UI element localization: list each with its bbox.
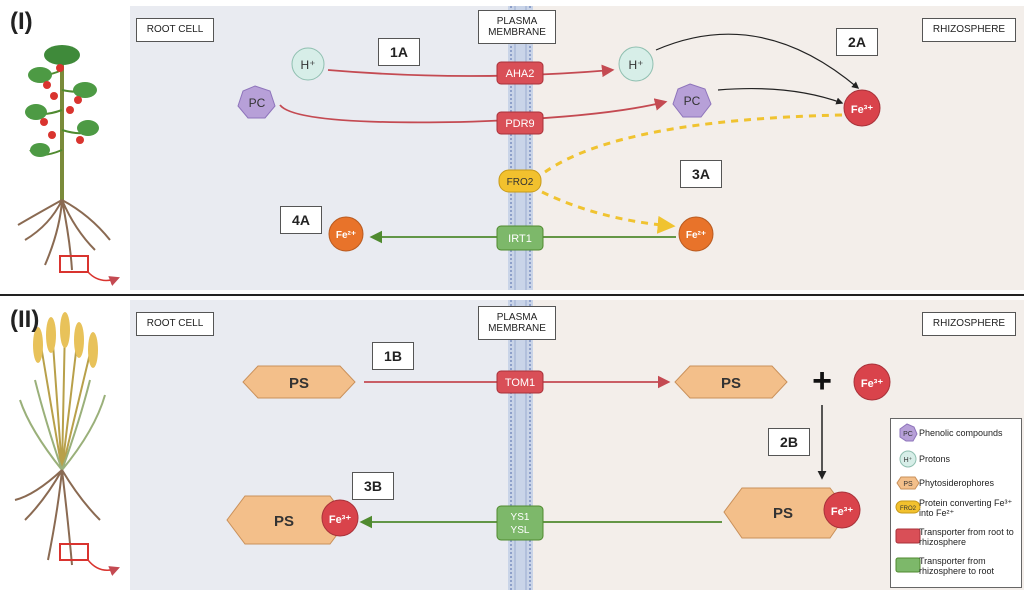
- panel-2-label: (II): [10, 306, 40, 333]
- pc-rhizosphere-molecule: PC: [672, 83, 712, 118]
- svg-text:Fe³⁺: Fe³⁺: [861, 378, 884, 390]
- irt1-transporter: IRT1: [496, 225, 544, 251]
- wheat-plant-illustration: [14, 312, 120, 576]
- plus-sign: +: [812, 362, 832, 400]
- ps-fe-complex-root: PS Fe³⁺: [226, 495, 359, 545]
- legend-pc-icon: PC: [899, 423, 918, 442]
- step-1b-label: 1B: [372, 342, 414, 370]
- pdr9-transporter: PDR9: [496, 111, 544, 135]
- svg-text:H⁺: H⁺: [904, 457, 913, 464]
- svg-text:PS: PS: [773, 505, 793, 522]
- ys1-ysl-transporter: YS1 YSL: [496, 505, 544, 541]
- svg-text:PDR9: PDR9: [505, 118, 534, 130]
- legend-fro2-icon: FRO2: [895, 500, 921, 514]
- fe2-root-molecule: Fe²⁺: [328, 216, 364, 252]
- panel-1-membrane-label: PLASMA MEMBRANE: [478, 10, 556, 44]
- arrow-h-plus-to-fe3: [655, 33, 860, 89]
- svg-text:H⁺: H⁺: [629, 58, 644, 72]
- ps-root-molecule: PS: [242, 365, 356, 399]
- legend-h-plus-text: Protons: [919, 454, 951, 464]
- svg-text:PS: PS: [903, 481, 913, 488]
- membrane-label-line-2: MEMBRANE: [488, 27, 546, 38]
- legend-fro2-text: Protein converting Fe³⁺ into Fe²⁺: [919, 498, 1013, 519]
- panel-2-rhizosphere-label: RHIZOSPHERE: [922, 312, 1016, 336]
- legend: PC H⁺ PS FRO2 Phenolic compounds Protons…: [890, 418, 1022, 588]
- legend-icons: PC H⁺ PS FRO2: [895, 423, 921, 573]
- svg-text:AHA2: AHA2: [506, 68, 535, 80]
- svg-text:PC: PC: [249, 96, 266, 110]
- aha2-transporter: AHA2: [496, 61, 544, 85]
- panel-2-membrane-label: PLASMA MEMBRANE: [478, 306, 556, 340]
- fe3-panel-2-molecule: Fe³⁺: [853, 363, 891, 401]
- fro2-protein: FRO2: [498, 169, 542, 193]
- svg-text:PS: PS: [289, 375, 309, 392]
- svg-text:Fe³⁺: Fe³⁺: [329, 514, 352, 526]
- h-plus-root-molecule: H⁺: [291, 47, 325, 81]
- panel-2-root-cell-area: [130, 300, 508, 590]
- arrow-fro2-to-fe2: [541, 190, 676, 234]
- arrow-h-plus-efflux: [327, 64, 615, 78]
- legend-red-transporter-icon: [895, 528, 921, 544]
- step-3b-label: 3B: [352, 472, 394, 500]
- membrane-label-line-2: MEMBRANE: [488, 323, 546, 334]
- svg-text:PS: PS: [274, 513, 294, 530]
- arrow-pc-efflux: [279, 98, 668, 124]
- h-plus-rhizosphere-molecule: H⁺: [618, 46, 654, 82]
- svg-text:TOM1: TOM1: [505, 377, 535, 389]
- ps-fe-complex-rhizosphere: PS Fe³⁺: [723, 487, 861, 539]
- svg-text:FRO2: FRO2: [900, 506, 917, 512]
- legend-green-transporter-text: Transporter from rhizosphere to root: [919, 556, 995, 577]
- svg-text:PS: PS: [721, 375, 741, 392]
- legend-pc-text: Phenolic compounds: [919, 428, 1003, 438]
- legend-ps-text: Phytosiderophores: [919, 478, 995, 488]
- fe3-panel-1-molecule: Fe³⁺: [843, 89, 881, 127]
- legend-h-plus-icon: H⁺: [899, 450, 917, 468]
- svg-text:PC: PC: [684, 94, 701, 108]
- svg-text:Fe³⁺: Fe³⁺: [831, 506, 854, 518]
- fe2-rhizosphere-molecule: Fe²⁺: [678, 216, 714, 252]
- arrow-pc-to-fe3: [717, 87, 844, 105]
- svg-text:YSL: YSL: [511, 525, 530, 536]
- step-1a-label: 1A: [378, 38, 420, 66]
- panel-1-rhizosphere-area: [533, 6, 1024, 290]
- svg-text:YS1: YS1: [511, 512, 530, 523]
- legend-green-transporter-icon: [895, 557, 921, 573]
- svg-text:FRO2: FRO2: [507, 177, 534, 188]
- legend-red-transporter-text: Transporter from root to rhizosphere: [919, 527, 1014, 548]
- membrane-label-line-1: PLASMA: [496, 15, 538, 27]
- panel-1-label: (I): [10, 8, 33, 35]
- panel-2-membrane: [508, 300, 533, 590]
- svg-text:IRT1: IRT1: [508, 233, 532, 245]
- arrow-fe3-to-fro2: [544, 113, 843, 174]
- step-3a-label: 3A: [680, 160, 722, 188]
- step-2b-label: 2B: [768, 428, 810, 456]
- panel-1-rhizosphere-label: RHIZOSPHERE: [922, 18, 1016, 42]
- tomato-plant-illustration: [17, 45, 120, 286]
- tom1-transporter: TOM1: [496, 370, 544, 394]
- panel-2-root-cell-label: ROOT CELL: [136, 312, 214, 336]
- pc-root-molecule: PC: [237, 85, 276, 119]
- svg-text:H⁺: H⁺: [301, 58, 316, 72]
- panel-1-root-cell-area: [130, 6, 508, 290]
- svg-text:PC: PC: [903, 431, 913, 438]
- step-4a-label: 4A: [280, 206, 322, 234]
- svg-text:Fe²⁺: Fe²⁺: [336, 230, 356, 241]
- svg-text:Fe²⁺: Fe²⁺: [686, 230, 706, 241]
- ps-rhizosphere-molecule: PS: [674, 365, 788, 399]
- panel-1-root-cell-label: ROOT CELL: [136, 18, 214, 42]
- step-2a-label: 2A: [836, 28, 878, 56]
- legend-ps-icon: PS: [896, 476, 920, 490]
- svg-text:Fe³⁺: Fe³⁺: [851, 104, 874, 116]
- membrane-label-line-1: PLASMA: [496, 311, 538, 323]
